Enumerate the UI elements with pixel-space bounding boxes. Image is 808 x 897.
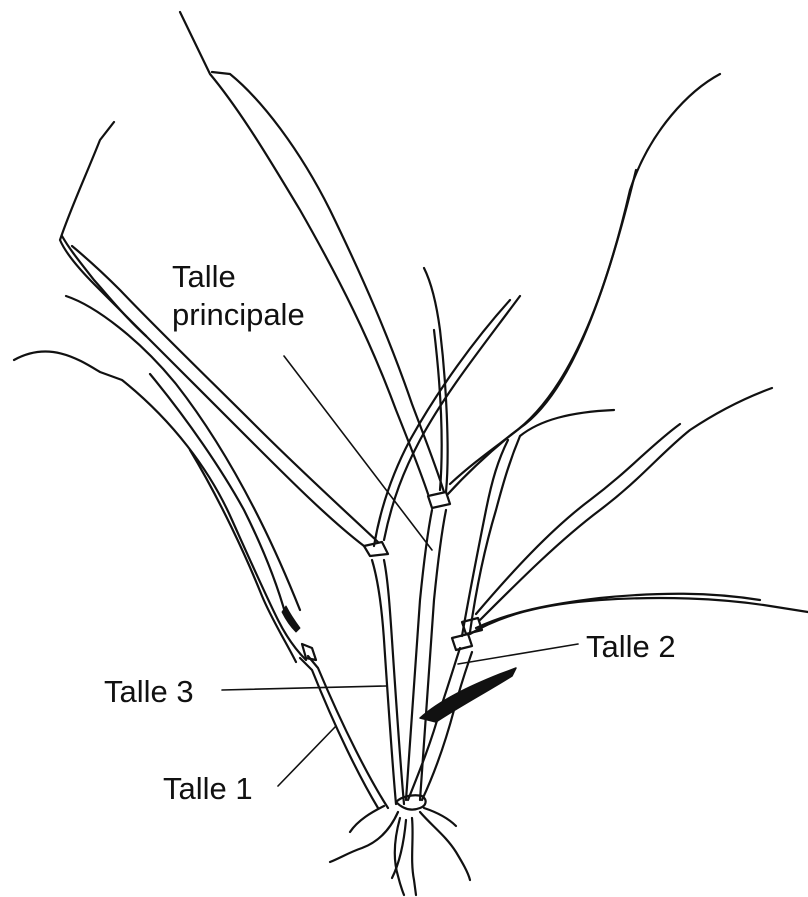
label-main-tiller-line-2: principale [172, 296, 305, 334]
leader-tiller-2 [458, 644, 578, 664]
leader-tiller-1 [278, 726, 336, 786]
label-tiller-1: Talle 1 [163, 770, 253, 808]
dark-patch-tiller-1 [282, 606, 300, 632]
root-system [330, 795, 470, 895]
label-main-tiller-line-1: Talle [172, 258, 305, 296]
dark-sheath [420, 668, 516, 722]
label-main-tiller: Talle principale [172, 258, 305, 334]
tiller-2-stem [408, 388, 808, 800]
label-tiller-2: Talle 2 [586, 628, 676, 666]
leader-tiller-3 [222, 686, 386, 690]
leader-main-tiller [284, 356, 432, 550]
label-tiller-3: Talle 3 [104, 673, 194, 711]
